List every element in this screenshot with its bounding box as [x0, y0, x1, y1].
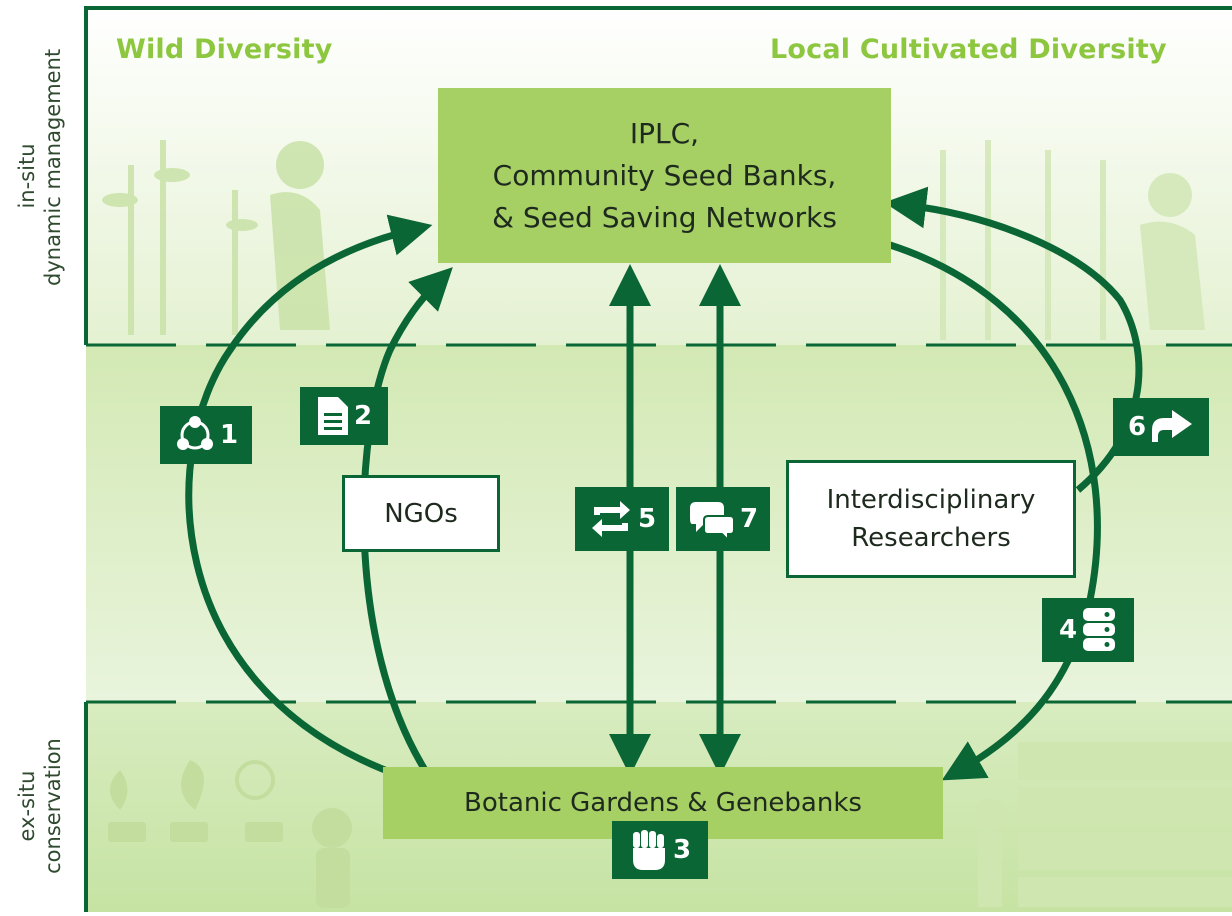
document-icon [316, 395, 350, 437]
wild-diversity-heading: Wild Diversity [116, 34, 333, 65]
in-situ-label: in-situ dynamic management [14, 48, 66, 286]
ex-situ-label-line2: conservation [41, 738, 65, 874]
badge-2-number: 2 [353, 401, 373, 431]
badge-1: 1 [160, 406, 252, 464]
local-cultivated-diversity-heading: Local Cultivated Diversity [770, 34, 1167, 65]
in-situ-label-line2: dynamic management [41, 48, 65, 286]
badge-4-number: 4 [1058, 615, 1078, 645]
wild-plants-illustration [102, 140, 330, 335]
badge-5: 5 [575, 487, 669, 551]
badge-3: 3 [612, 821, 708, 879]
ngos-label: NGOs [384, 498, 458, 529]
badge-7-number: 7 [739, 504, 759, 534]
botanic-label: Botanic Gardens & Genebanks [464, 788, 862, 818]
cultivated-crops-illustration [940, 140, 1205, 340]
iplc-box: IPLC, Community Seed Banks, & Seed Savin… [438, 88, 891, 263]
badge-6-number: 6 [1127, 412, 1147, 442]
section-frame [84, 6, 1232, 912]
herbarium-specimens-illustration [108, 760, 352, 908]
researchers-box: Interdisciplinary Researchers [786, 460, 1076, 578]
badge-4: 4 [1042, 598, 1134, 662]
network-icon [174, 414, 216, 456]
badge-5-number: 5 [637, 504, 657, 534]
badge-2: 2 [300, 387, 388, 445]
chat-bubbles-icon [688, 498, 736, 540]
server-stack-icon [1081, 606, 1117, 654]
badge-6: 6 [1113, 398, 1209, 456]
raised-fist-icon [629, 828, 669, 872]
ex-situ-label-line1: ex-situ [15, 770, 39, 842]
badge-3-number: 3 [672, 835, 692, 865]
exchange-arrows-icon [588, 497, 634, 541]
iplc-line-3: & Seed Saving Networks [492, 200, 837, 234]
iplc-line-2: Community Seed Banks, [492, 158, 837, 192]
badge-1-number: 1 [219, 420, 239, 450]
arrow-1-curve [185, 214, 433, 774]
seed-jars-illustration [974, 742, 1232, 907]
iplc-line-1: IPLC, [629, 116, 700, 150]
ex-situ-label: ex-situ conservation [14, 696, 66, 916]
badge-7: 7 [676, 487, 770, 551]
ngos-box: NGOs [342, 475, 500, 552]
researchers-line-2: Researchers [851, 523, 1011, 553]
in-situ-label-line1: in-situ [15, 143, 39, 209]
share-arrow-icon [1150, 408, 1194, 446]
arrow-4-curve [888, 241, 1101, 781]
researchers-line-1: Interdisciplinary [826, 485, 1036, 515]
